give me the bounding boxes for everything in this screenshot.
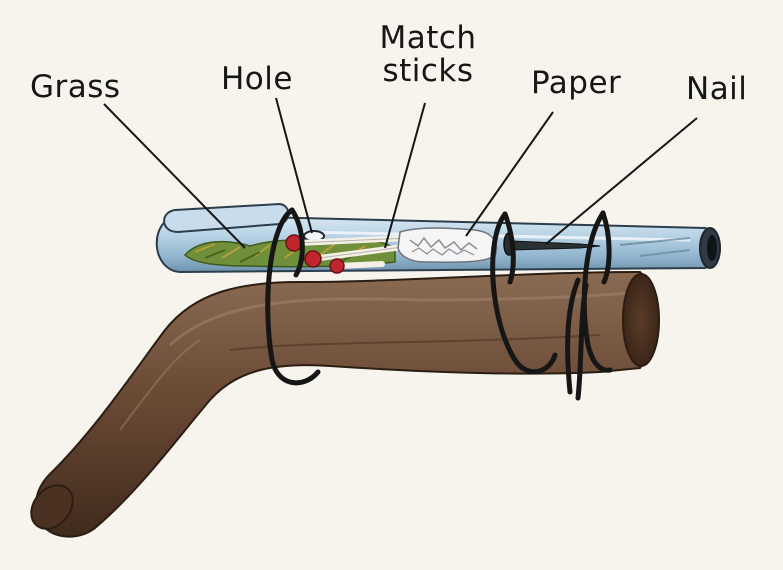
wooden-stick	[23, 272, 659, 537]
stick-cut-end	[623, 274, 659, 366]
label-paper: Paper	[531, 68, 621, 99]
label-match-line2: sticks	[372, 55, 484, 88]
leader-line-paper	[466, 112, 553, 236]
match-head	[305, 251, 321, 267]
match-head	[330, 259, 344, 273]
label-match-line1: Match	[372, 22, 484, 55]
label-match-sticks: Match sticks	[372, 22, 484, 87]
label-nail: Nail	[686, 74, 747, 105]
label-hole: Hole	[221, 64, 293, 95]
label-grass: Grass	[30, 72, 121, 103]
paper-wad	[398, 228, 496, 262]
